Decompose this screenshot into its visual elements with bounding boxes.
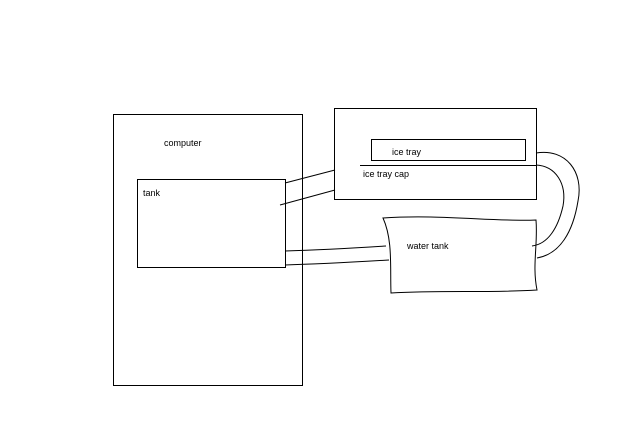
tank-box xyxy=(137,179,286,268)
ice-tray-box xyxy=(371,139,526,161)
ice-tray-cap-label: ice tray cap xyxy=(363,169,410,179)
ice-tray-enclosure-box xyxy=(334,108,537,200)
pipe-ice-to-water-inner xyxy=(531,164,565,247)
pipe-tank-to-water-upper xyxy=(284,245,387,252)
water-tank-shape xyxy=(382,216,538,294)
water-tank-label: water tank xyxy=(407,241,449,251)
pipe-tank-to-ice-lower xyxy=(279,189,336,206)
pipe-tank-to-water-lower xyxy=(284,259,390,266)
pipe-ice-to-water-outer xyxy=(535,151,580,259)
pipe-tank-to-ice-upper xyxy=(284,169,336,184)
computer-label: computer xyxy=(164,138,202,148)
computer-box xyxy=(113,114,303,386)
tank-label: tank xyxy=(143,188,161,198)
ice-tray-label: ice tray xyxy=(392,147,422,157)
